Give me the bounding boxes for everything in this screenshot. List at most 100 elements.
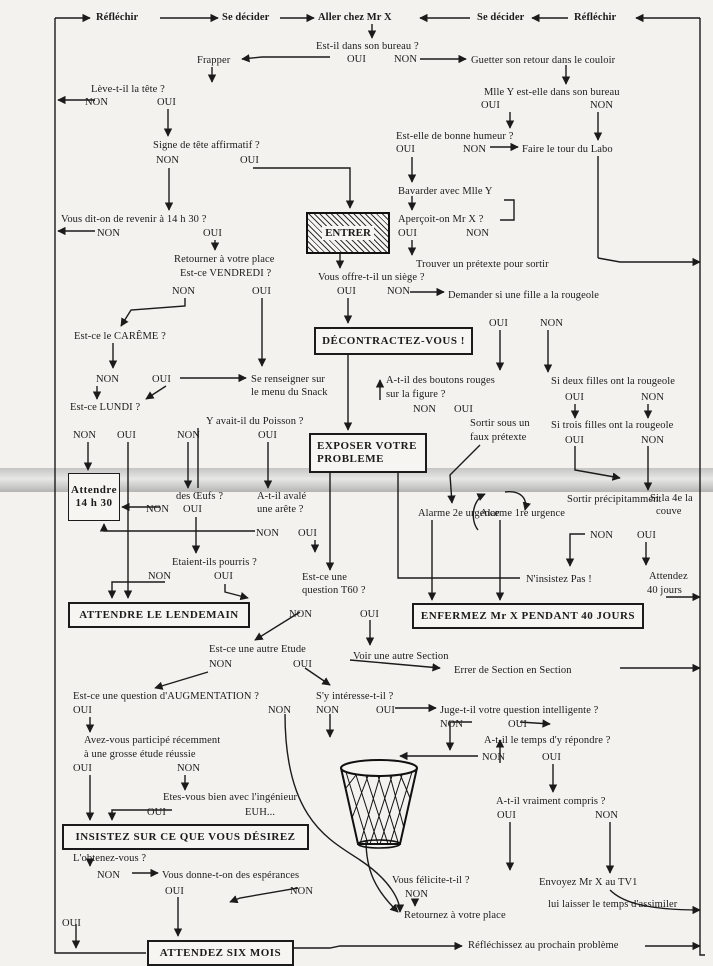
node-ingenieur-q: Etes-vous bien avec l'ingénieur bbox=[163, 792, 298, 803]
node-participe-non: NON bbox=[177, 763, 201, 774]
node-autre-section: Voir une autre Section bbox=[353, 651, 449, 662]
connector-23 bbox=[500, 199, 515, 221]
node-felicite-non: NON bbox=[405, 889, 429, 900]
connector-48 bbox=[447, 444, 481, 504]
node-attendez-40-1: Attendez bbox=[649, 571, 688, 582]
node-esperances-q: Vous donne-t-on des espérances bbox=[162, 870, 300, 881]
node-autre-etude-non: NON bbox=[209, 659, 233, 670]
node-tv1: Envoyez Mr X au TV1 bbox=[539, 877, 638, 888]
node-rougeole-non: NON bbox=[540, 318, 564, 329]
node-tour-labo: Faire le tour du Labo bbox=[522, 144, 613, 155]
box-line-1: Attendre bbox=[71, 484, 117, 496]
node-vendredi-q: Est-ce VENDREDI ? bbox=[180, 268, 272, 279]
node-humeur-non: NON bbox=[463, 144, 487, 155]
connector-94 bbox=[472, 493, 486, 531]
node-boutons-non: NON bbox=[413, 404, 437, 415]
node-careme-q: Est-ce le CARÊME ? bbox=[74, 331, 166, 342]
connector-27 bbox=[597, 257, 701, 267]
node-aller-chez: Aller chez Mr X bbox=[318, 12, 392, 23]
box-line-1: EXPOSER VOTRE bbox=[317, 440, 417, 452]
node-mlle-y-oui: OUI bbox=[481, 100, 500, 111]
node-apercoit-oui: OUI bbox=[398, 228, 417, 239]
connector-38 bbox=[145, 385, 167, 400]
node-couve-oui: OUI bbox=[637, 530, 656, 541]
connector-93 bbox=[609, 889, 701, 915]
node-t60-oui: OUI bbox=[360, 609, 379, 620]
node-signe-oui: OUI bbox=[240, 155, 259, 166]
node-siege-oui: OUI bbox=[337, 286, 356, 297]
node-lundi-non: NON bbox=[73, 430, 97, 441]
box-entrer: ENTRER bbox=[306, 212, 390, 254]
node-interesse-non: NON bbox=[316, 705, 340, 716]
node-oeufs-non: NON bbox=[146, 504, 170, 515]
node-bureau-non: NON bbox=[394, 54, 418, 65]
node-pourris-oui: OUI bbox=[214, 571, 233, 582]
node-bureau-oui: OUI bbox=[347, 54, 366, 65]
node-t60-1: Est-ce une bbox=[302, 572, 348, 583]
node-siege-non: NON bbox=[387, 286, 411, 297]
connector-68 bbox=[349, 659, 441, 672]
node-interesse-q: S'y intéresse-t-il ? bbox=[316, 691, 394, 702]
node-participe-oui: OUI bbox=[73, 763, 92, 774]
node-leve-non: NON bbox=[85, 97, 109, 108]
node-se-decider-right: Se décider bbox=[477, 12, 525, 23]
connector-95 bbox=[504, 491, 531, 511]
node-trois-oui: OUI bbox=[565, 435, 584, 446]
box-line-2: 14 h 30 bbox=[75, 497, 113, 509]
node-lundi-q: Est-ce LUNDI ? bbox=[70, 402, 141, 413]
node-intelligente-non: NON bbox=[440, 719, 464, 730]
node-quatrieme-2: couve bbox=[656, 506, 682, 517]
node-obtenez-non: NON bbox=[97, 870, 121, 881]
node-arete-2: une arête ? bbox=[257, 504, 304, 515]
node-alarme-2: Alarme 2e urgence bbox=[418, 508, 500, 519]
node-snack-1: Se renseigner sur bbox=[251, 374, 326, 385]
node-rougeole-oui: OUI bbox=[489, 318, 508, 329]
connector-77 bbox=[519, 719, 551, 728]
node-arete-non: NON bbox=[256, 528, 280, 539]
node-autre-etude-oui: OUI bbox=[293, 659, 312, 670]
box-line-2: PROBLEME bbox=[317, 453, 384, 465]
node-participe-1: Avez-vous participé récemment bbox=[84, 735, 221, 746]
node-reflechir-left: Réfléchir bbox=[96, 12, 139, 23]
connector-9 bbox=[241, 54, 330, 63]
node-revenir-oui: OUI bbox=[203, 228, 222, 239]
node-frapper: Frapper bbox=[197, 55, 231, 66]
connector-29 bbox=[120, 298, 186, 327]
node-snack-2: le menu du Snack bbox=[251, 387, 328, 398]
node-careme-non: NON bbox=[96, 374, 120, 385]
node-boutons-1: A-t-il des boutons rouges bbox=[386, 375, 495, 386]
node-couve-non: NON bbox=[590, 530, 614, 541]
connector-92 bbox=[365, 839, 399, 913]
node-oeufs-q: des Œufs ? bbox=[176, 491, 224, 502]
node-pourris-non: NON bbox=[148, 571, 172, 582]
node-augmentation-non: NON bbox=[268, 705, 292, 716]
connector-49 bbox=[574, 446, 621, 481]
connector-61 bbox=[393, 444, 520, 579]
node-compris-q: A-t-il vraiment compris ? bbox=[496, 796, 606, 807]
node-quatrieme-1: Si la 4e la bbox=[650, 493, 693, 504]
node-humeur-q: Est-elle de bonne humeur ? bbox=[396, 131, 514, 142]
connector-67 bbox=[304, 667, 331, 686]
node-ingenieur-oui: OUI bbox=[147, 807, 166, 818]
connector-53 bbox=[99, 523, 255, 532]
node-autre-etude-q: Est-ce une autre Etude bbox=[209, 644, 306, 655]
connector-64 bbox=[254, 611, 301, 641]
node-boutons-2: sur la figure ? bbox=[386, 389, 446, 400]
node-attendez-40-2: 40 jours bbox=[647, 585, 682, 596]
node-humeur-oui: OUI bbox=[396, 144, 415, 155]
node-temps-non: NON bbox=[482, 752, 506, 763]
node-errer: Errer de Section en Section bbox=[454, 665, 572, 676]
node-arete-1: A-t-il avalé bbox=[257, 491, 307, 502]
node-pourris-q: Etaient-ils pourris ? bbox=[172, 557, 257, 568]
connector-0 bbox=[54, 18, 146, 954]
node-siege-q: Vous offre-t-il un siège ? bbox=[318, 272, 425, 283]
node-intelligente-oui: OUI bbox=[508, 719, 527, 730]
box-decontractez: DÉCONTRACTEZ-VOUS ! bbox=[314, 327, 473, 355]
node-mlle-y-non: NON bbox=[590, 100, 614, 111]
node-ingenieur-euh: EUH... bbox=[245, 807, 276, 818]
node-bureau-q: Est-il dans son bureau ? bbox=[316, 41, 419, 52]
node-poisson-oui: OUI bbox=[258, 430, 277, 441]
